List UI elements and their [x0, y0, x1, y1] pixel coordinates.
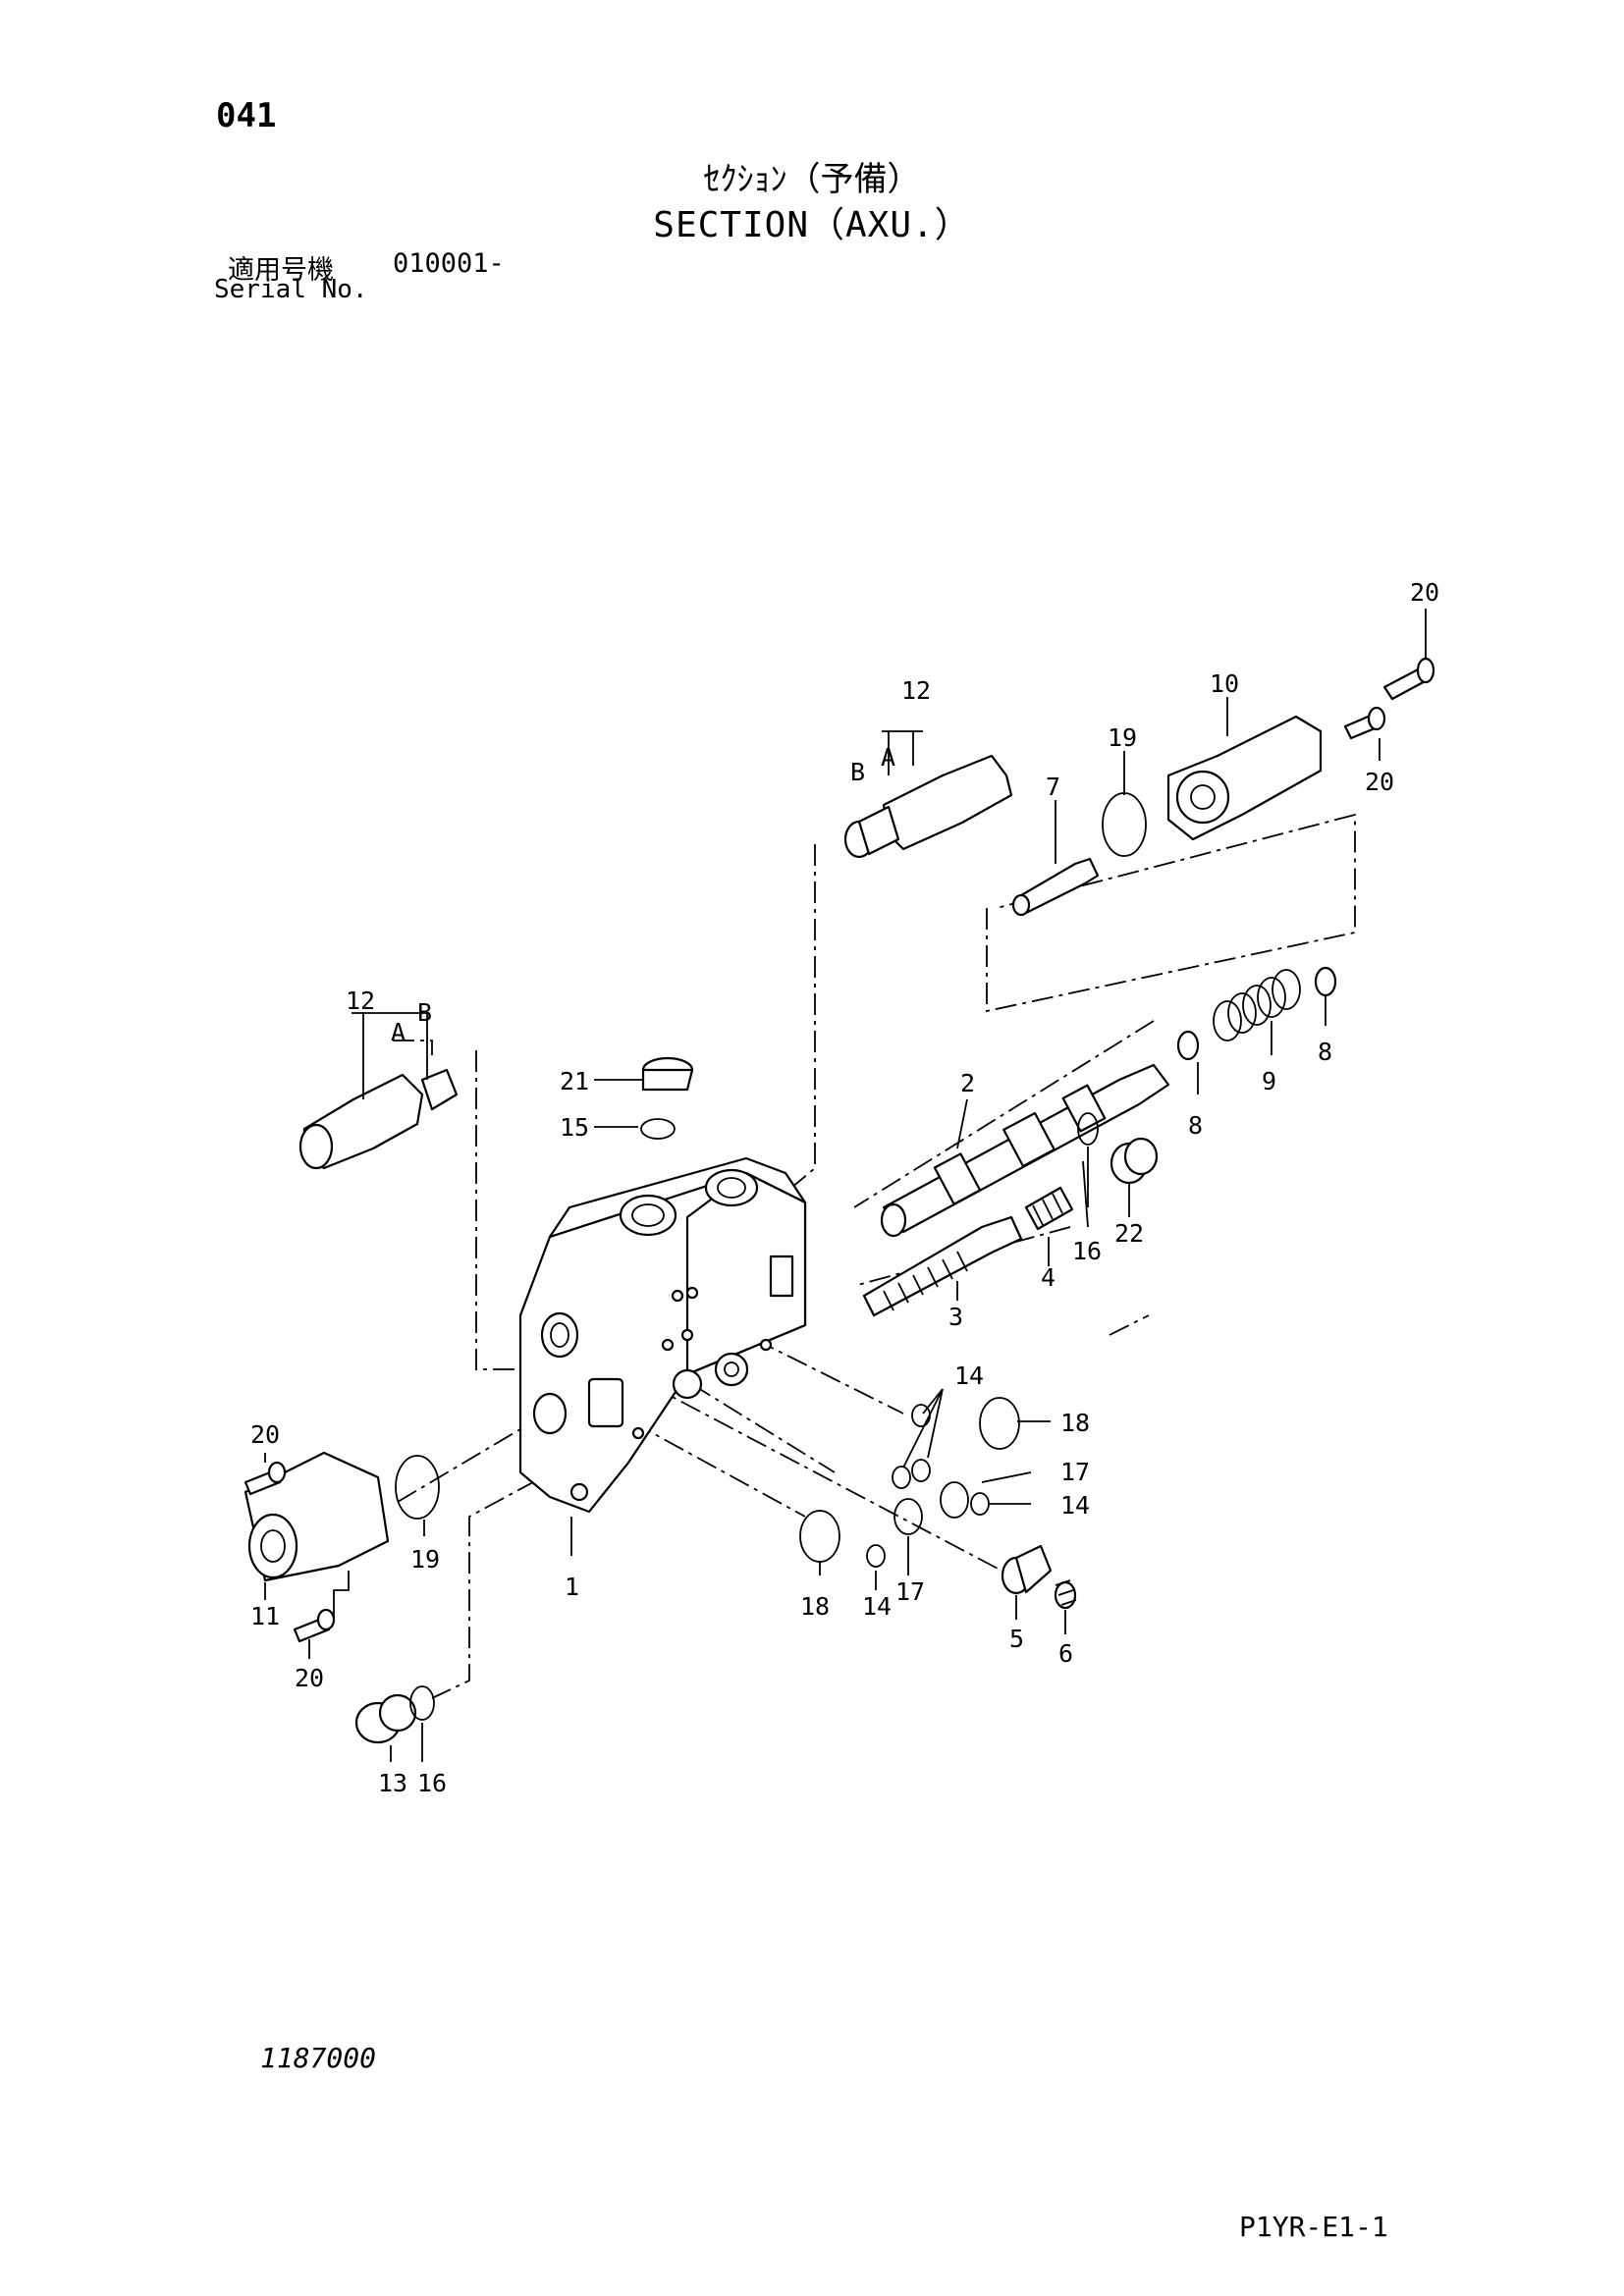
callout-17a: 17 — [1060, 1458, 1090, 1486]
callout-8a: 8 — [1318, 1038, 1332, 1066]
serial-label-japanese: 適用号機 — [228, 255, 334, 286]
callout-19b: 19 — [410, 1545, 440, 1574]
callout-16a: 16 — [1072, 1237, 1102, 1265]
callout-1: 1 — [565, 1573, 579, 1601]
spool-part-2 — [880, 1063, 1170, 1238]
callout-6: 6 — [1058, 1639, 1073, 1668]
plug-part-21 — [641, 1056, 694, 1092]
cap-part-10 — [1166, 715, 1323, 841]
callout-5: 5 — [1009, 1625, 1024, 1653]
callout-20a: 20 — [1410, 578, 1439, 607]
plug-part-5 — [1001, 1544, 1053, 1595]
leader-lines — [264, 609, 1427, 1762]
serial-label-english: Serial No. — [214, 275, 368, 304]
callout-22: 22 — [1114, 1219, 1144, 1248]
stopper-part-7 — [1011, 857, 1100, 917]
callout-14c: 14 — [862, 1592, 892, 1621]
port-label-b-upper: B — [850, 758, 865, 786]
port-label-a-upper: A — [881, 743, 895, 772]
spring-part-9 — [1213, 969, 1301, 1041]
callout-8b: 8 — [1188, 1111, 1203, 1140]
callout-2: 2 — [960, 1069, 975, 1097]
callout-14a: 14 — [954, 1362, 984, 1390]
callout-11: 11 — [250, 1602, 280, 1630]
callout-labels: 1 2 3 4 5 6 7 8 8 9 10 11 12 12 13 14 14… — [250, 578, 1439, 1797]
spring-seat-part-8 — [1176, 966, 1337, 1061]
port-label-a-lower: A — [391, 1018, 406, 1046]
plug-part-13 — [354, 1693, 417, 1744]
spring-part-4 — [1024, 1186, 1074, 1231]
relief-valve-part-12-upper — [843, 754, 1013, 859]
callout-20c: 20 — [250, 1420, 280, 1449]
cap-part-11 — [244, 1451, 390, 1582]
serial-number-value: 010001- — [393, 248, 505, 279]
callout-20b: 20 — [1365, 768, 1394, 796]
callout-13: 13 — [378, 1769, 407, 1797]
callout-12a: 12 — [901, 676, 931, 705]
drawing-number: 1187000 — [260, 2042, 377, 2074]
page-code: P1YR-E1-1 — [1239, 2211, 1388, 2243]
callout-16b: 16 — [417, 1769, 447, 1797]
port-label-b-lower: B — [417, 998, 432, 1027]
section-title-english: SECTION（AXU.） — [653, 205, 971, 245]
callout-20d: 20 — [295, 1664, 324, 1692]
bolts-part-20 — [244, 657, 1435, 1643]
section-title-japanese: ｾｸｼｮﾝ（予備） — [703, 160, 921, 199]
callout-18a: 18 — [1060, 1409, 1090, 1437]
callout-18b: 18 — [800, 1592, 830, 1621]
relief-valve-part-12-lower — [298, 1068, 459, 1170]
callout-3: 3 — [948, 1303, 963, 1331]
piston-part-3 — [862, 1215, 1023, 1317]
callout-19a: 19 — [1108, 723, 1137, 752]
callout-10: 10 — [1210, 669, 1239, 698]
callout-9: 9 — [1262, 1067, 1276, 1095]
callout-17b: 17 — [895, 1577, 925, 1606]
plug-part-22 — [1110, 1137, 1159, 1185]
o-rings — [395, 792, 1147, 1721]
page-number: 041 — [216, 96, 277, 135]
callout-14b: 14 — [1060, 1491, 1090, 1520]
callout-4: 4 — [1041, 1263, 1056, 1292]
callout-15: 15 — [560, 1113, 589, 1142]
callout-7: 7 — [1046, 773, 1060, 801]
plug-part-6 — [1054, 1579, 1077, 1610]
valve-body-part-1 — [518, 1156, 807, 1514]
callout-21: 21 — [560, 1067, 589, 1095]
callout-12b: 12 — [346, 987, 375, 1015]
